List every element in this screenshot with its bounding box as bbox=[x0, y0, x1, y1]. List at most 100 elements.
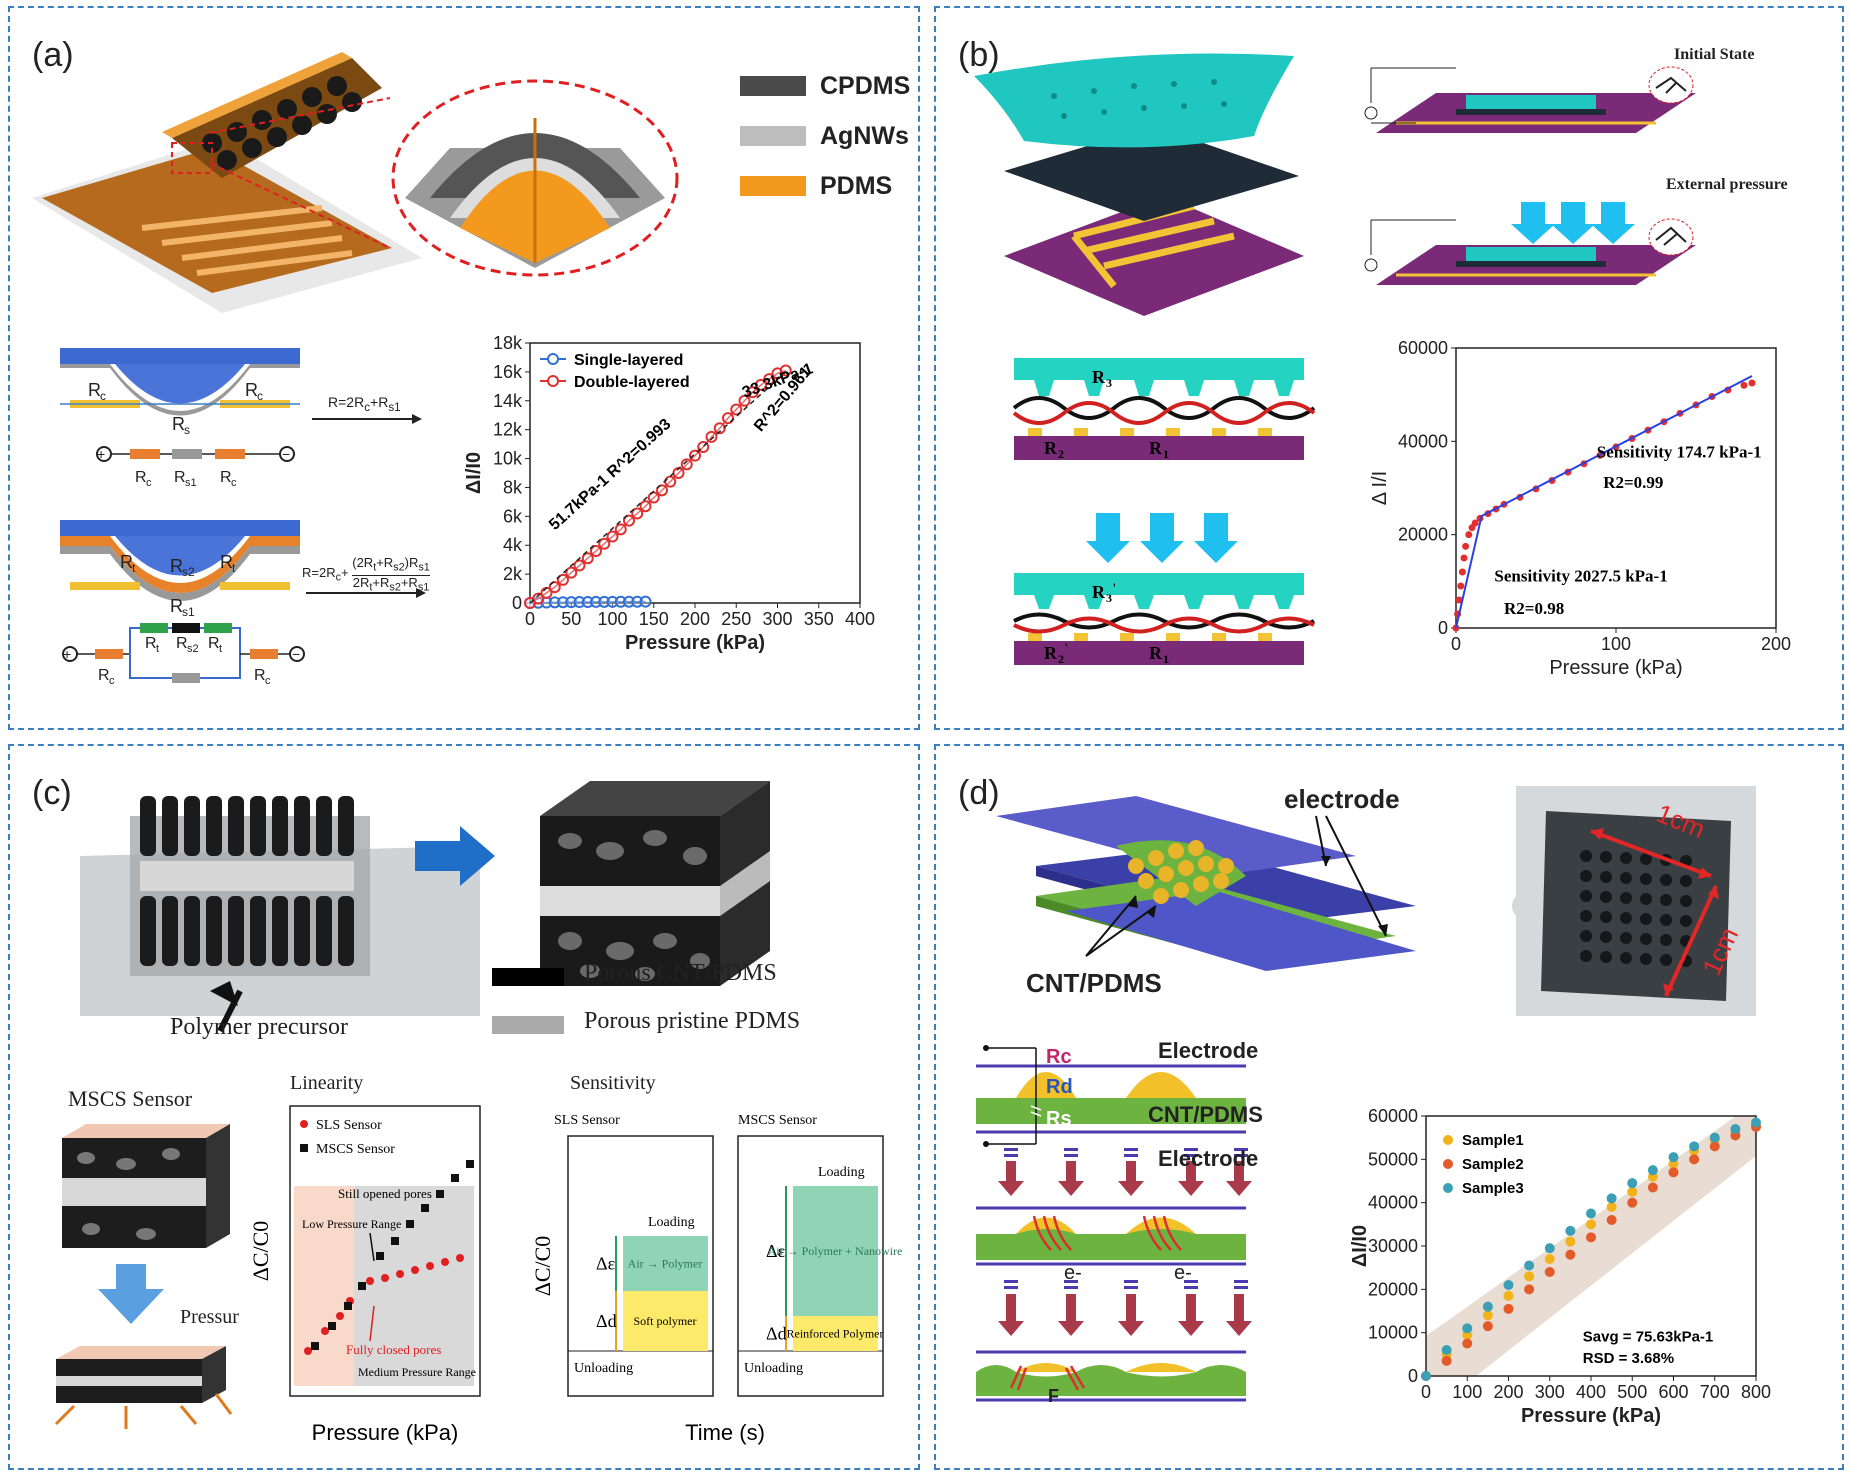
svg-text:2: 2 bbox=[1058, 652, 1064, 666]
y-tick-label: 40000 bbox=[1368, 1193, 1418, 1213]
data-point bbox=[548, 581, 561, 594]
resistor-rd: Rd bbox=[1046, 1076, 1073, 1098]
box-bottom-label: Reinforced Polymer bbox=[787, 1327, 884, 1341]
data-point bbox=[565, 596, 578, 609]
svg-text:R: R bbox=[172, 414, 185, 434]
box-top-label: Air → Polymer bbox=[628, 1257, 703, 1271]
initial-state-label: Initial State bbox=[1674, 46, 1755, 63]
data-point bbox=[1606, 1193, 1617, 1204]
panel-c: (c) Polymer prec bbox=[8, 744, 920, 1470]
y-tick-label: 10000 bbox=[1368, 1323, 1418, 1343]
legend-marker bbox=[547, 353, 559, 365]
data-point bbox=[1627, 1186, 1638, 1197]
data-point bbox=[1565, 1249, 1576, 1260]
data-point bbox=[606, 530, 619, 543]
data-point bbox=[581, 552, 594, 565]
data-point bbox=[451, 1174, 459, 1182]
x-axis-label: Pressure (kPa) bbox=[1521, 1405, 1661, 1427]
data-point bbox=[1544, 1254, 1555, 1264]
svg-text:+: + bbox=[63, 646, 71, 662]
data-point bbox=[1668, 1167, 1679, 1178]
y-tick-label: 18k bbox=[493, 333, 523, 353]
y-tick-label: 8k bbox=[503, 477, 523, 497]
data-point bbox=[581, 595, 594, 608]
data-point bbox=[1482, 1301, 1493, 1312]
x-tick-label: 200 bbox=[1493, 1382, 1523, 1402]
data-point bbox=[376, 1252, 384, 1260]
annotation: Sensitivity 2027.5 kPa-1 bbox=[1494, 566, 1667, 585]
box-top bbox=[623, 1236, 708, 1291]
y-axis-label: Δ I/I bbox=[1369, 471, 1391, 505]
svg-text:R: R bbox=[220, 552, 233, 572]
svg-text:s: s bbox=[184, 423, 190, 437]
legend-marker bbox=[300, 1120, 308, 1128]
svg-text:': ' bbox=[1113, 580, 1116, 596]
data-point bbox=[689, 449, 701, 462]
data-point bbox=[396, 1270, 404, 1278]
y-tick-label: 2k bbox=[503, 564, 523, 584]
data-point bbox=[590, 545, 602, 557]
annotation: Low Pressure Range bbox=[302, 1217, 401, 1231]
data-point bbox=[614, 595, 627, 608]
svg-text:1: 1 bbox=[1163, 447, 1169, 461]
legend-label: Sample1 bbox=[1462, 1132, 1524, 1149]
fit-line-high bbox=[1481, 375, 1753, 517]
data-point bbox=[421, 1204, 429, 1212]
layer-cnt-pdms: CNT/PDMS bbox=[1148, 1102, 1263, 1127]
legend-label: Sample2 bbox=[1462, 1156, 1524, 1173]
box-bottom bbox=[623, 1291, 708, 1351]
svg-text:R: R bbox=[1044, 438, 1058, 458]
svg-text:c: c bbox=[257, 389, 263, 403]
data-point bbox=[763, 373, 776, 386]
data-point bbox=[623, 514, 635, 527]
annotation-arrow bbox=[369, 1232, 375, 1262]
svg-text:3: 3 bbox=[1106, 591, 1112, 605]
data-point bbox=[1503, 1303, 1514, 1314]
data-point bbox=[1689, 1154, 1700, 1165]
delta-d: Δd bbox=[766, 1324, 787, 1344]
x-tick-label: 350 bbox=[804, 609, 834, 629]
svg-text:s2: s2 bbox=[182, 565, 195, 579]
data-point bbox=[1586, 1208, 1596, 1219]
x-tick-label: 100 bbox=[1452, 1382, 1482, 1402]
data-point bbox=[1751, 1117, 1761, 1128]
panel-b: (b) Initial State External pressure bbox=[934, 6, 1844, 730]
dome-zoom bbox=[391, 79, 679, 277]
y-tick-label: 60000 bbox=[1398, 338, 1448, 358]
data-point bbox=[664, 475, 677, 488]
data-point bbox=[321, 1327, 329, 1335]
x-tick-label: 400 bbox=[1576, 1382, 1606, 1402]
subplot-title: MSCS Sensor bbox=[738, 1113, 817, 1128]
data-point bbox=[623, 595, 635, 608]
plot-frame bbox=[567, 1135, 714, 1397]
data-point bbox=[311, 1342, 319, 1350]
box-bottom-label: Soft polymer bbox=[634, 1314, 697, 1328]
x-tick-label: 800 bbox=[1741, 1382, 1771, 1402]
data-point bbox=[1586, 1232, 1596, 1243]
data-point bbox=[1468, 524, 1476, 532]
linearity-title: Linearity bbox=[290, 1072, 364, 1094]
data-point bbox=[1462, 1338, 1473, 1349]
data-point bbox=[1503, 1290, 1514, 1301]
svg-text:R: R bbox=[120, 552, 133, 572]
data-point bbox=[746, 386, 759, 399]
data-point bbox=[590, 595, 602, 608]
panel-label: (b) bbox=[958, 36, 1000, 74]
svg-text:R: R bbox=[135, 469, 147, 486]
data-point bbox=[532, 592, 545, 605]
y-tick-label: 14k bbox=[493, 391, 523, 411]
x-tick-label: 600 bbox=[1658, 1382, 1688, 1402]
data-point bbox=[366, 1277, 374, 1285]
mscs-sensor-title: MSCS Sensor bbox=[68, 1086, 193, 1111]
electrode-label: electrode bbox=[1284, 784, 1400, 814]
y-tick-label: 20000 bbox=[1398, 525, 1448, 545]
svg-text:t: t bbox=[156, 643, 159, 655]
unloading-label: Unloading bbox=[744, 1361, 803, 1376]
data-point bbox=[344, 1302, 352, 1310]
svg-text:1: 1 bbox=[1163, 652, 1169, 666]
svg-text:+: + bbox=[97, 446, 105, 462]
